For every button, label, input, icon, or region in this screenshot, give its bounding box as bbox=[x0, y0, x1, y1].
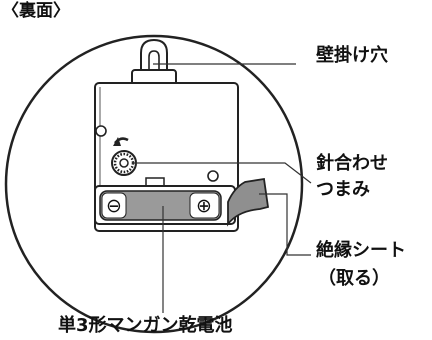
battery-label: 単3形マンガン乾電池 bbox=[58, 315, 233, 336]
housing-screw-left bbox=[95, 125, 107, 137]
rotation-arrow-head bbox=[113, 137, 121, 146]
battery-positive-cap bbox=[189, 192, 220, 219]
insulating-sheet-label-line2: （取る） bbox=[318, 268, 390, 289]
view-title: 〈裏面〉 bbox=[2, 1, 70, 21]
wall-hanger-label: 壁掛け穴 bbox=[316, 45, 388, 66]
wall-hanger-hole bbox=[148, 50, 160, 73]
sheet-leader-line bbox=[259, 193, 311, 256]
time-set-knob-label-line1: 針合わせ bbox=[316, 153, 388, 174]
positive-terminal-symbol: ⊕ bbox=[196, 195, 212, 217]
battery-negative-cap bbox=[101, 192, 127, 219]
housing-screw-right bbox=[207, 170, 219, 182]
knob-leader-line bbox=[132, 162, 312, 184]
knob-center bbox=[119, 158, 129, 168]
negative-terminal-symbol: ⊖ bbox=[106, 195, 122, 217]
insulating-sheet bbox=[227, 177, 270, 227]
insulating-sheet-label-line1: 絶縁シート bbox=[316, 240, 406, 261]
time-set-knob-label-line2: つまみ bbox=[316, 179, 370, 200]
